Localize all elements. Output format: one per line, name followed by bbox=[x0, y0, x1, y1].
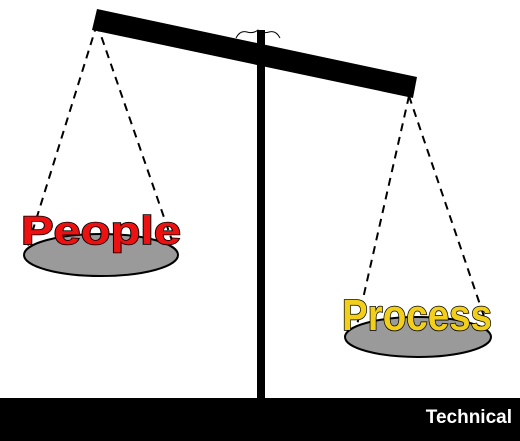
base-label: Technical bbox=[425, 407, 512, 428]
pivot-bracket bbox=[235, 29, 281, 39]
left-string-outer bbox=[25, 23, 98, 253]
scale-base bbox=[0, 398, 520, 441]
scale-post bbox=[257, 30, 265, 402]
right-pan bbox=[344, 316, 492, 358]
right-pan-label: Process bbox=[342, 291, 492, 340]
left-string-inner bbox=[96, 23, 177, 253]
scale-beam bbox=[92, 9, 417, 98]
right-string-outer bbox=[354, 95, 410, 335]
left-pan-label: People bbox=[21, 209, 181, 253]
left-pan bbox=[23, 233, 179, 277]
